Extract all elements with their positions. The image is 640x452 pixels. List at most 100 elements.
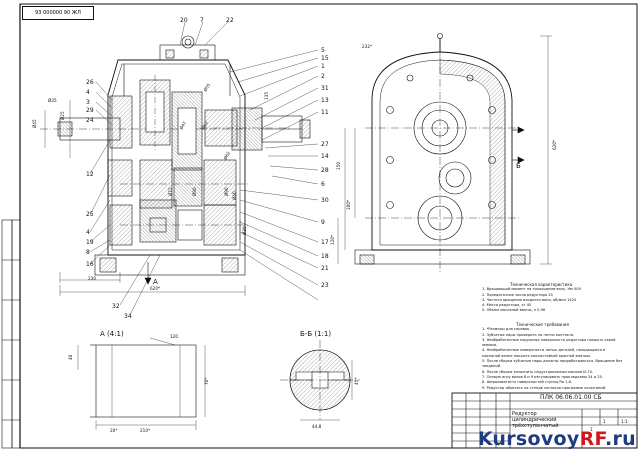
left-margin-strip [1, 219, 21, 449]
tech-char-heading: Техническая характеристика [510, 282, 573, 287]
dimension-label: 44,8 [312, 424, 322, 429]
dimension-label: 150 [336, 162, 341, 170]
part-number: 2 [321, 73, 325, 80]
site-watermark: KursovoyRF.ru [478, 428, 636, 450]
part-number: 21 [321, 265, 329, 272]
title-block-name: Редуктор цилиндрический трёхступенчатый [512, 411, 559, 429]
dimension-label: 100* [346, 200, 351, 210]
part-number: 12 [86, 171, 94, 178]
tech-char-line: 4. Масса редуктора, кг 45 [482, 303, 532, 308]
technical-requirements: Технические требования 1. *Размеры для с… [482, 322, 632, 391]
dimension-label: Ø72 [168, 187, 173, 196]
part-number: 8 [86, 249, 90, 256]
tech-char-line: 3. Частота вращения входного вала, об/ми… [482, 297, 577, 302]
part-number: 1 [321, 63, 325, 70]
arrow-b-label: Б [516, 162, 521, 170]
dimension-label: Ø62 [223, 150, 232, 160]
dimension-label: 120 [170, 334, 178, 339]
dimension-label: 20* [110, 428, 117, 433]
dimension-label: Ø30 [242, 226, 247, 235]
dimension-label: Ø35 [48, 98, 57, 103]
dimension-label: 135 [264, 92, 269, 100]
part-number: 18 [321, 253, 329, 260]
side-view [337, 33, 552, 272]
dimension-label: 230 [88, 276, 96, 281]
dimension-label: Ø47 [179, 120, 188, 130]
tech-req-line: 8. Шероховатость поверхностей ступиц Ra … [482, 380, 573, 385]
watermark-suffix: .ru [604, 428, 636, 450]
dimension-label: Ø90 [224, 187, 229, 196]
stamp-code: 93 000000 90 ЖЛ [35, 10, 81, 16]
technical-characteristics: Техническая характеристика 1. Вращающий … [482, 282, 632, 314]
part-number: 31 [321, 85, 329, 92]
title-block-scale: 1:1 [621, 419, 628, 424]
dimension-label: 40 [68, 354, 73, 360]
part-number: 4 [86, 89, 90, 96]
part-number: 27 [321, 141, 329, 148]
part-number: 17 [321, 239, 329, 246]
part-number: 16 [86, 261, 94, 268]
tech-char-line: 2. Передаточное число редуктора 25 [482, 292, 553, 297]
part-number: 4 [86, 229, 90, 236]
tech-char-line: 1. Вращающий момент на тихоходном валу, … [482, 287, 581, 292]
dimension-label: 70* [204, 378, 209, 385]
part-number: 9 [321, 219, 325, 226]
title-block-sheet: 1 [603, 419, 606, 424]
part-number: 11 [321, 109, 329, 116]
tech-req-line: 9. Редуктор обкатать на стенде согласно … [482, 385, 607, 390]
dimension-label: Ø40 [232, 191, 237, 200]
dimension-label: Ø45 [32, 119, 37, 128]
dimension-label: 620* [150, 286, 160, 291]
dimension-label: 120* [330, 235, 335, 245]
tech-char-line: 5. Объём масляной ванны, л 0,96 [482, 308, 546, 313]
dimension-label: Ø55 [203, 82, 212, 92]
part-number: 13 [321, 97, 329, 104]
tech-req-line: 3. Необработанные наружные поверхности р… [482, 337, 616, 348]
part-number: 5 [321, 47, 325, 54]
part-number: 15 [321, 55, 329, 62]
part-number: 25 [86, 211, 94, 218]
part-number: 28 [321, 167, 329, 174]
dimension-label: 620* [552, 140, 557, 150]
tech-req-line: 2. Зубчатые пары проверить на пятно конт… [482, 332, 575, 337]
tech-req-line: 6. После сборки заполнить индустриальным… [482, 369, 593, 374]
part-number: 3 [86, 99, 90, 106]
part-number: 34 [124, 313, 132, 320]
tech-req-line: 1. *Размеры для справок. [482, 327, 531, 332]
watermark-accent: RF [579, 428, 605, 450]
part-number: 7 [200, 17, 204, 24]
leader-lines [89, 21, 319, 316]
part-number: 29 [86, 107, 94, 114]
dimension-label: 210* [140, 428, 150, 433]
tech-req-line: 5. После сборки зубчатые пары должны при… [482, 359, 623, 369]
drawing-code-stamp: 93 000000 90 ЖЛ [22, 6, 94, 20]
section-b-label: Б-Б (1:1) [300, 330, 332, 338]
part-number: 14 [321, 153, 329, 160]
part-number: 24 [86, 117, 94, 124]
part-number: 22 [226, 17, 234, 24]
main-dimensions [44, 100, 246, 296]
tech-req-line: 7. Осевую игру валов 8 и 9 регулировать … [482, 374, 603, 379]
part-number: 26 [86, 79, 94, 86]
section-b-detail [280, 340, 360, 421]
part-number: 23 [321, 282, 329, 289]
title-block [451, 392, 638, 449]
view-a-label: А (4:1) [100, 330, 124, 338]
arrow-a-label: А [153, 278, 158, 286]
part-number: 6 [321, 181, 325, 188]
dimension-label: 45* [354, 378, 359, 385]
title-block-code: ПЛК 06.06.01.00 СБ [540, 394, 602, 401]
view-a-detail [77, 337, 206, 430]
watermark-main: Kursovoy [477, 428, 580, 450]
dimension-label: 232* [362, 44, 372, 49]
view-a-arrow [144, 262, 152, 285]
tech-req-line: масляной ванне покрыть маслостойкой крас… [482, 353, 591, 358]
tech-req-line: 4. Необработанные поверхности литых дета… [482, 348, 606, 353]
dimension-label: Ø52 [201, 120, 210, 130]
part-number: 20 [180, 17, 188, 24]
part-number: 19 [86, 239, 94, 246]
